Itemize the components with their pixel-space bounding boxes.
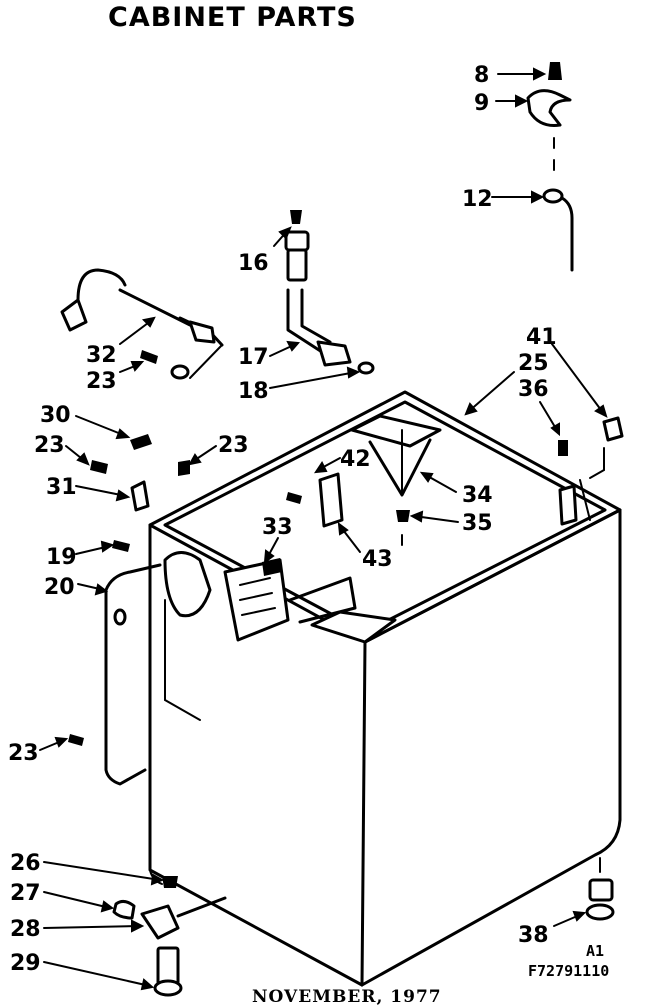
callout-43: 43: [362, 547, 393, 572]
control-assembly: [163, 551, 290, 642]
callout-33: 33: [262, 515, 293, 540]
callout-19: 19: [46, 545, 77, 570]
callout-31: 31: [46, 475, 77, 500]
callout-30: 30: [40, 403, 71, 428]
callout-32: 32: [86, 343, 117, 368]
callout-35: 35: [462, 511, 493, 536]
callout-42: 42: [340, 447, 371, 472]
foot-38: [585, 857, 615, 921]
callout-20: 20: [44, 575, 75, 600]
leveling-leg-parts: [112, 876, 227, 997]
callout-38: 38: [518, 923, 549, 948]
callout-17: 17: [238, 345, 269, 370]
page-title: CABINET PARTS: [108, 2, 357, 33]
hose-connector-parts: [526, 62, 574, 272]
callout-27: 27: [10, 881, 41, 906]
drawing-code-line2: F72791110: [528, 962, 609, 980]
callout-26: 26: [10, 851, 41, 876]
wire-harness: [60, 268, 224, 380]
callout-28: 28: [10, 917, 41, 942]
callout-12: 12: [462, 187, 493, 212]
callout-41: 41: [526, 325, 557, 350]
callout-23-harness: 23: [86, 369, 117, 394]
callout-23-left: 23: [34, 433, 65, 458]
leader-arrows: [39, 67, 608, 991]
callout-36: 36: [518, 377, 549, 402]
footer-date: NOVEMBER, 1977: [252, 987, 442, 1007]
left-side-parts: [68, 434, 190, 786]
callout-25: 25: [518, 351, 549, 376]
tub-support-parts: [286, 414, 442, 546]
callout-23-bottom: 23: [8, 741, 39, 766]
callout-8: 8: [474, 63, 489, 88]
callout-9: 9: [474, 91, 489, 116]
callout-34: 34: [462, 483, 493, 508]
cabinet-body: [148, 390, 622, 987]
callout-23-center: 23: [218, 433, 249, 458]
callout-29: 29: [10, 951, 41, 976]
right-side-parts: [558, 416, 624, 526]
drawing-code-line1: A1: [586, 942, 604, 960]
callout-18: 18: [238, 379, 269, 404]
fill-hose-assembly: [284, 210, 375, 375]
callout-16: 16: [238, 251, 269, 276]
callout-labels: 8 9 12 16 17 18 32 23 30 23 23 31 19 20 …: [8, 63, 557, 976]
